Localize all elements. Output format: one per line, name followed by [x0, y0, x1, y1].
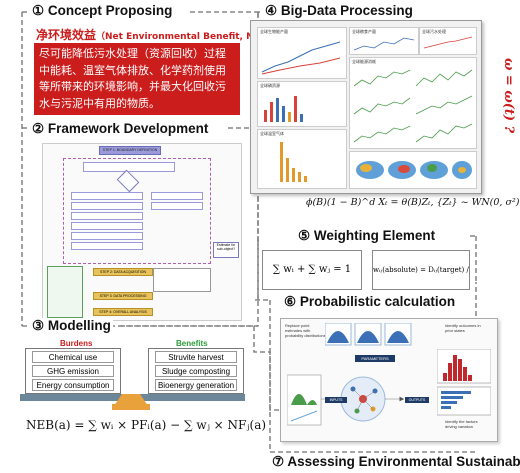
- burdens-box: Chemical use GHG emission Energy consump…: [25, 348, 121, 394]
- prob-note-1: Replace point estimates with probability…: [285, 323, 326, 338]
- concept-title-en: （Net Environmental Benefit, NEB）: [96, 32, 276, 42]
- framework-step-2: STEP 2: DATA ACQUISITION: [93, 268, 153, 276]
- bigdata-chart-1: 全球生物能产量: [257, 27, 347, 79]
- section-2-title: ② Framework Development: [30, 121, 211, 137]
- framework-box: [71, 212, 143, 220]
- chart-title: 全球能源消耗: [352, 59, 376, 64]
- section-4-title: ④ Big-Data Processing: [263, 3, 415, 19]
- inputs-button: INPUTS: [325, 397, 347, 403]
- section-3-title: ③ Modelling: [30, 318, 113, 334]
- outputs-button: OUTPUTS: [405, 397, 429, 403]
- neb-equation: NEB(a) = ∑ wᵢ × PFᵢ(a) − ∑ wⱼ × NFⱼ(a): [26, 418, 267, 432]
- chart-title: 全球粮食产量: [352, 29, 376, 34]
- framework-decision-label: Estimate for sub-object?: [213, 242, 239, 258]
- weight-ratio-equation: wᵢⱼ(absolute) = Dᵢⱼ(target) / Dᵢⱼ(baseli…: [372, 250, 470, 290]
- prob-distributions: [325, 323, 412, 346]
- prob-output-hist: [437, 349, 491, 416]
- framework-box: [151, 202, 203, 210]
- framework-box: [71, 192, 143, 200]
- parameters-button: PARAMETERS: [355, 355, 395, 362]
- section-6-title: ⑥ Probabilistic calculation: [282, 294, 458, 310]
- weight-sum-equation: ∑ wᵢ + ∑ wⱼ = 1: [262, 250, 362, 290]
- chart-title: 全球磷资源: [260, 83, 280, 88]
- chart-lines: [261, 41, 341, 75]
- framework-box: [71, 232, 143, 240]
- section-7-title: ⑦ Assessing Environmental Sustainability: [270, 454, 520, 470]
- framework-box: [83, 162, 175, 172]
- framework-step-3: STEP 3: DATA PROCESSING: [93, 292, 153, 300]
- chart-title: 全球污水处理: [422, 29, 446, 34]
- burden-item: Energy consumption: [32, 379, 114, 391]
- chart-grid-lines: [353, 69, 473, 143]
- bigdata-chart-3: 全球温室气体: [257, 129, 347, 189]
- chart-bars: [264, 96, 303, 122]
- benefit-item: Bioenergy generation: [155, 379, 237, 391]
- framework-side-box: [47, 266, 83, 318]
- chart-bars: [280, 142, 307, 182]
- bigdata-panel: 全球生物能产量 全球磷资源 全球温室气体 全球粮食产量 全球污水处理 全球能源消…: [250, 20, 482, 194]
- bigdata-chart-4: 全球粮食产量: [349, 27, 419, 55]
- framework-box: [71, 202, 143, 210]
- benefit-item: Struvite harvest: [155, 351, 237, 363]
- framework-region: [63, 158, 211, 264]
- bigdata-maps: [349, 151, 477, 189]
- chart-lines: [423, 36, 473, 49]
- chart-title: 全球生物能产量: [260, 29, 288, 34]
- benefits-title: Benefits: [176, 339, 208, 348]
- burden-item: Chemical use: [32, 351, 114, 363]
- framework-formula-box: [153, 268, 211, 292]
- chart-lines: [353, 37, 415, 51]
- omega-formula: ω = ω(t) ?: [501, 58, 516, 134]
- world-maps: [356, 161, 472, 179]
- bigdata-chart-2: 全球磷资源: [257, 81, 347, 127]
- probabilistic-panel: Replace point estimates with probability…: [280, 318, 498, 442]
- bigdata-chart-5: 全球污水处理: [419, 27, 477, 55]
- section-5-title: ⑤ Weighting Element: [296, 228, 438, 244]
- benefits-box: Struvite harvest Sludge composting Bioen…: [148, 348, 244, 394]
- framework-step-4: STEP 4: OVERALL ANALYSIS: [93, 308, 153, 316]
- framework-box: [71, 242, 143, 250]
- concept-body: 尽可能降低污水处理（资源回收）过程中能耗、温室气体排放、化学药剂使用等所带来的环…: [34, 43, 240, 115]
- burden-item: GHG emission: [32, 365, 114, 377]
- framework-flowchart: STEP 1: BOUNDARY DEFINITION Estimate for…: [42, 143, 242, 321]
- framework-step-1: STEP 1: BOUNDARY DEFINITION: [99, 146, 161, 155]
- concept-title: 净环境效益（Net Environmental Benefit, NEB）: [36, 26, 276, 43]
- prob-note-3: Identify the factors driving variation: [445, 419, 478, 429]
- section-1-title: ① Concept Proposing: [30, 3, 175, 19]
- benefit-item: Sludge composting: [155, 365, 237, 377]
- prob-network: [287, 374, 405, 426]
- framework-box: [71, 222, 143, 230]
- bigdata-chart-grid: 全球能源消耗: [349, 57, 477, 149]
- chart-title: 全球温室气体: [260, 131, 284, 136]
- prob-note-2: Identify outcomes in prior states: [445, 323, 481, 333]
- framework-box: [151, 192, 203, 200]
- arima-equation: ϕ(B)(1 − B)^d Xₜ = θ(B)Zₜ, {Zₜ} ~ WN(0, …: [306, 197, 520, 208]
- burdens-title: Burdens: [60, 339, 93, 348]
- concept-title-cn: 净环境效益: [36, 28, 97, 42]
